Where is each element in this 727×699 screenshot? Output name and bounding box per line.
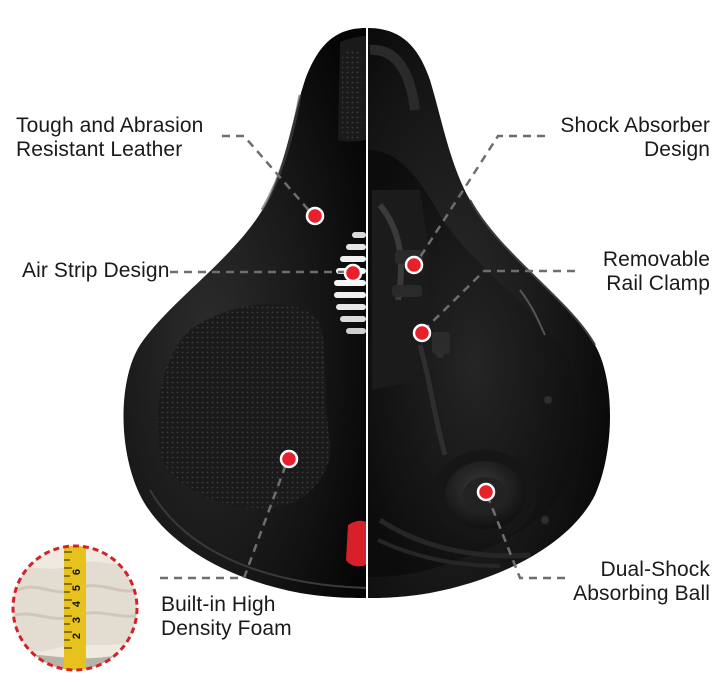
marker-foam	[279, 449, 299, 469]
leader-leather	[222, 134, 313, 215]
marker-shock	[404, 255, 424, 275]
ruler-icon	[64, 546, 86, 670]
callout-shock-line1: Shock Absorber	[560, 114, 710, 137]
callout-rail-line1: Removable	[602, 248, 710, 271]
leader-shock	[413, 134, 545, 266]
ruler-number-5: 5	[71, 585, 83, 591]
leader-foam	[160, 458, 290, 580]
callout-shock-line2: Design	[644, 138, 710, 161]
marker-leather	[305, 206, 325, 226]
inset-border	[11, 544, 139, 672]
markers	[279, 206, 496, 502]
callout-shock-absorber: Shock Absorber Design	[560, 114, 710, 162]
callout-rail-line2: Rail Clamp	[606, 272, 710, 295]
callout-foam-line1: Built-in High	[161, 593, 276, 616]
callout-air-strip-line1: Air Strip Design	[22, 259, 170, 282]
leader-rail	[421, 269, 575, 333]
foam-inset: 2 3 4 5 6	[11, 544, 139, 672]
callout-foam: Built-in High Density Foam	[161, 593, 292, 641]
callout-leather: Tough and Abrasion Resistant Leather	[16, 114, 203, 162]
callout-ball-line1: Dual-Shock	[600, 558, 710, 581]
ruler-number-2: 2	[71, 633, 83, 639]
callout-foam-line2: Density Foam	[161, 617, 292, 640]
callout-rail-clamp: Removable Rail Clamp	[603, 248, 710, 296]
callout-leather-line2: Resistant Leather	[16, 138, 183, 161]
callout-ball-line2: Absorbing Ball	[573, 582, 710, 605]
marker-air-strip	[343, 263, 363, 283]
air-strip-slots	[334, 232, 366, 334]
callout-air-strip: Air Strip Design	[22, 259, 169, 283]
leader-lines	[160, 134, 575, 580]
ruler-number-6: 6	[71, 569, 83, 575]
ruler-number-4: 4	[71, 600, 83, 607]
callout-leather-line1: Tough and Abrasion	[16, 114, 204, 137]
leader-ball	[484, 491, 565, 580]
ruler-number-3: 3	[71, 617, 83, 623]
callout-shock-ball: Dual-Shock Absorbing Ball	[573, 558, 710, 606]
marker-rail	[412, 323, 432, 343]
marker-ball	[476, 482, 496, 502]
